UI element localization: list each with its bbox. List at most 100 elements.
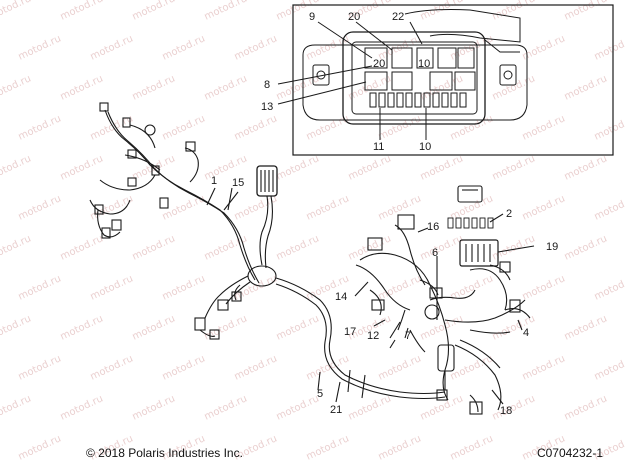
bolt-hole-right: [503, 70, 513, 80]
watermark-text: motod.ru: [59, 0, 105, 23]
callout-5: 5: [317, 388, 323, 400]
watermark-text: motod.ru: [563, 0, 609, 23]
harness-sleeve: [404, 9, 521, 43]
callout-22: 22: [392, 11, 404, 23]
watermark-text: motod.ru: [305, 193, 351, 222]
relay-2: [391, 47, 413, 69]
connector-6: [429, 287, 443, 299]
watermark-text: motod.ru: [419, 233, 465, 262]
leader-13: [277, 81, 367, 105]
watermark-text: motod.ru: [59, 153, 105, 182]
leader-22: [409, 21, 423, 45]
fuse-box-cover: [457, 185, 483, 203]
watermark-text: motod.ru: [275, 153, 321, 182]
watermark-text: motod.ru: [593, 113, 625, 142]
watermark-text: motod.ru: [161, 273, 207, 302]
watermark-text: motod.ru: [521, 273, 567, 302]
connector-round-1: [144, 124, 156, 136]
connector-center-left-2: [194, 317, 206, 331]
part-code: C0704232-1: [536, 446, 603, 460]
connector-upper-left-5: [185, 141, 196, 152]
watermark-text: motod.ru: [491, 73, 537, 102]
connector-left-3: [111, 219, 122, 231]
watermark-text: motod.ru: [593, 193, 625, 222]
leader-9: [317, 21, 373, 59]
fuse-strip: [447, 217, 494, 229]
callout-labels: 9 20 22 8 13 11 10 1 15 2 16 19 6 14 17 …: [211, 11, 558, 417]
watermark-text: motod.ru: [203, 233, 249, 262]
watermark-text: motod.ru: [419, 313, 465, 342]
watermark-text: motod.ru: [17, 33, 63, 62]
connector-left-4: [101, 227, 111, 239]
connector-relay-block-1: [367, 237, 383, 251]
watermark-text: motod.ru: [563, 233, 609, 262]
leader-18: [491, 389, 504, 405]
leader-5: [317, 371, 321, 391]
watermark-text: motod.ru: [491, 153, 537, 182]
leader-8: [277, 65, 373, 85]
leader-14: [354, 281, 369, 297]
relay-7: [391, 71, 413, 91]
watermark-text: motod.ru: [377, 433, 423, 462]
watermark-text: motod.ru: [131, 73, 177, 102]
watermark-text: motod.ru: [593, 33, 625, 62]
mini-fuse-row: [369, 92, 467, 108]
watermark-text: motod.ru: [0, 393, 33, 422]
relay-9: [454, 71, 476, 91]
connector-left-5: [159, 197, 169, 209]
connector-lower-center: [437, 344, 455, 372]
watermark-text: motod.ru: [521, 353, 567, 382]
callout-13: 13: [261, 101, 273, 113]
connector-upper-left-1: [99, 102, 109, 112]
inset-frame: [292, 4, 614, 156]
watermark-text: motod.ru: [59, 313, 105, 342]
watermark-text: motod.ru: [563, 73, 609, 102]
watermark-text: motod.ru: [491, 0, 537, 23]
leader-1: [206, 187, 216, 206]
watermark-text: motod.ru: [449, 433, 495, 462]
watermark-text: motod.ru: [305, 353, 351, 382]
connector-17: [371, 299, 385, 311]
watermark-text: motod.ru: [89, 273, 135, 302]
leader-2: [489, 213, 504, 223]
watermark-text: motod.ru: [59, 73, 105, 102]
callout-7: 7: [405, 330, 411, 342]
callout-21: 21: [330, 404, 342, 416]
watermark-text: motod.ru: [89, 33, 135, 62]
watermark-text: motod.ru: [377, 113, 423, 142]
watermark-text: motod.ru: [131, 393, 177, 422]
watermark-text: motod.ru: [17, 193, 63, 222]
harness-main-trunk: [275, 277, 446, 395]
watermark-text: motod.ru: [275, 233, 321, 262]
connector-left-2: [94, 204, 104, 215]
connector-18: [469, 401, 483, 415]
relay-8: [429, 71, 453, 91]
connector-4: [509, 299, 521, 313]
connector-center-left-1: [217, 299, 229, 311]
watermark-text: motod.ru: [0, 233, 33, 262]
callout-20: 20: [348, 11, 360, 23]
relay-5: [457, 47, 475, 69]
relay-6: [364, 71, 388, 91]
watermark-text: motod.ru: [275, 73, 321, 102]
watermark-text: motod.ru: [275, 313, 321, 342]
callout-2: 2: [506, 208, 512, 220]
watermark-text: motod.ru: [521, 33, 567, 62]
callout-12: 12: [367, 330, 379, 342]
connector-upper-left-3: [127, 149, 137, 159]
callout-4: 4: [523, 327, 529, 339]
bracket-tab-left: [312, 64, 330, 86]
watermark-text: motod.ru: [17, 273, 63, 302]
relay-1: [364, 47, 388, 69]
leader-7: [404, 327, 409, 339]
watermark-text: motod.ru: [0, 313, 33, 342]
watermark-text: motod.ru: [377, 353, 423, 382]
watermark-text: motod.ru: [377, 193, 423, 222]
watermark-text: motod.ru: [59, 233, 105, 262]
grommet-center: [424, 304, 440, 320]
harness-branch-upper-left: [104, 109, 256, 281]
callout-9: 9: [309, 11, 315, 23]
watermark-text: motod.ru: [89, 353, 135, 382]
callout-17: 17: [344, 326, 356, 338]
callout-19: 19: [546, 241, 558, 253]
